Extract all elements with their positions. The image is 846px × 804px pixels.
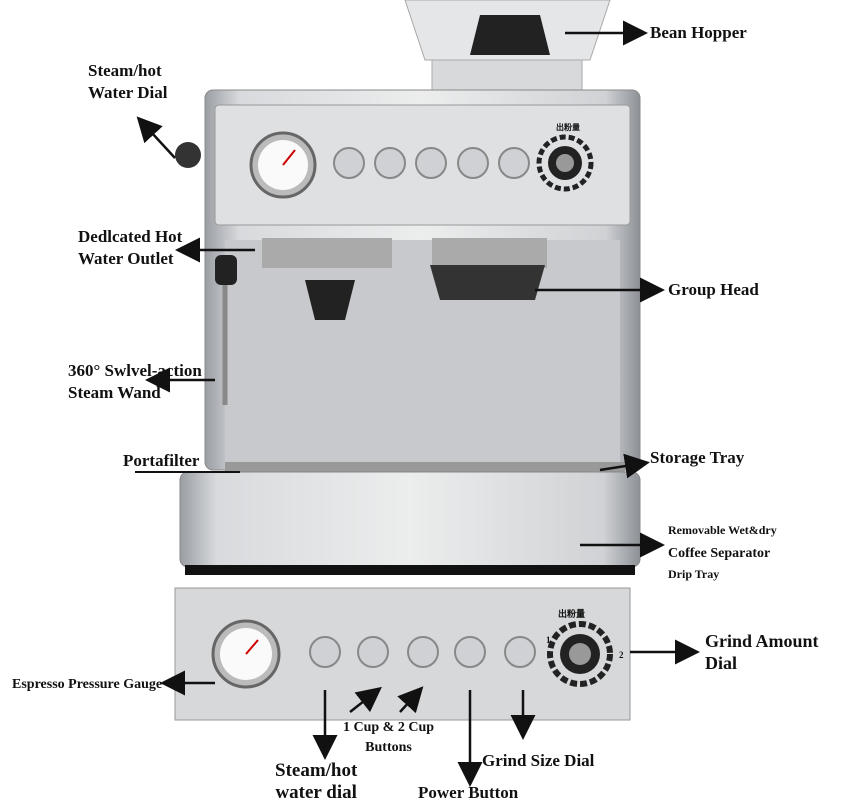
callout-arrows [136,20,700,787]
label-grind-size: Grind Size Dial [482,751,595,770]
label-group-head: Group Head [668,280,759,299]
label-line: Dial [705,653,738,673]
label-power-button: Power Button [418,783,519,802]
dial-max: 2 [619,650,624,660]
dial-caption: 出粉量 [556,123,580,132]
dial-min: 1 [546,635,551,645]
label-line: Water Dial [88,83,168,102]
label-bean-hopper: Bean Hopper [650,23,747,42]
label-line: Grind Amount [705,631,819,651]
label-line: Steam Wand [68,383,161,402]
dial-caption-closeup: 出粉量 [558,609,586,619]
label-line: 1 Cup & 2 Cup [343,720,435,735]
label-line: Drip Tray [668,567,720,581]
label-line: Water Outlet [78,249,174,268]
steam-dial-knob [175,142,201,168]
machine-body [175,89,641,575]
label-pressure-gauge: Espresso Pressure Gauge [12,677,163,692]
portafilter-handle [305,280,355,320]
label-line: Steam/hot [275,760,358,781]
label-line: water dial [275,782,357,803]
label-line: Dedlcated Hot [78,227,183,246]
label-storage-tray: Storage Tray [650,448,745,467]
label-line: Steam/hot [88,61,162,80]
label-portafilter: Portafilter [123,451,200,470]
label-line: 360° Swlvel-action [68,361,202,380]
label-line: Buttons [365,740,412,755]
bean-hopper [404,0,611,91]
label-line: Removable Wet&dry [668,523,777,537]
label-line: Coffee Separator [668,546,771,561]
